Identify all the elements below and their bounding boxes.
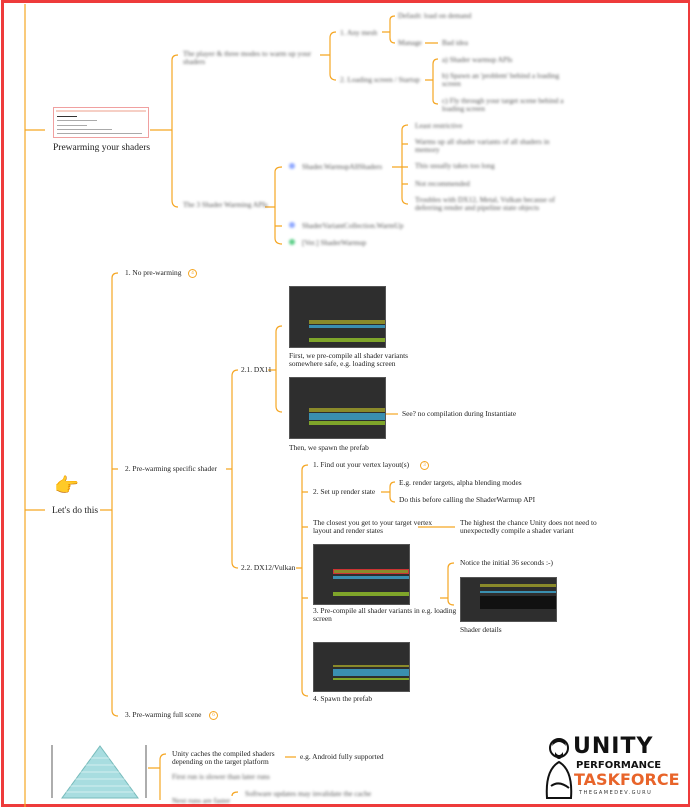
node-loading-screen[interactable]: 2. Loading screen / Startup (340, 75, 420, 84)
badge-count[interactable]: 6 (209, 711, 218, 720)
profiler-screenshot[interactable] (289, 286, 386, 348)
node-warms-all[interactable]: Warms up all shader variants of all shad… (415, 137, 550, 154)
node-spawn-problem[interactable]: b) Spawn an 'problem' behind a loading s… (442, 71, 560, 88)
node-highest-chance[interactable]: The highest the chance Unity does not ne… (460, 518, 597, 535)
profiler-screenshot[interactable] (289, 377, 386, 439)
node-notice-36s[interactable]: Notice the initial 36 seconds :-) (460, 558, 553, 567)
badge-count[interactable]: 4 (188, 269, 197, 278)
node-three-modes[interactable]: The player & three modes to warm up your… (183, 49, 312, 66)
shader-details-screenshot[interactable] (460, 577, 557, 622)
node-any-mesh[interactable]: 1. Any mesh (340, 28, 378, 37)
logo-taskforce: TASKFORCE (574, 770, 680, 789)
node-dx12-vulkan[interactable]: 2.2. DX12/Vulkan (241, 563, 296, 572)
caption-shader-details[interactable]: Shader details (460, 625, 502, 634)
logo-unity: UNITY (573, 734, 654, 759)
node-before-warmup[interactable]: Do this before calling the ShaderWarmup … (399, 495, 536, 504)
caption-spawn-prefab-vulkan[interactable]: 4. Spawn the prefab (313, 694, 373, 703)
node-variant-collection[interactable]: ShaderVariantCollection.WarmUp (302, 221, 404, 230)
node-too-long[interactable]: This usually takes too long (415, 161, 495, 170)
node-render-targets[interactable]: E.g. render targets, alpha blending mode… (399, 478, 522, 487)
node-three-apis[interactable]: The 3 Shader Warming APIs (183, 200, 268, 209)
caption-precompile[interactable]: First, we pre-compile all shader variant… (289, 351, 409, 368)
node-vertex-layout[interactable]: 1. Find out your vertex layout(s) (313, 460, 410, 469)
green-marker-icon (289, 239, 295, 245)
node-prewarming-full-scene[interactable]: 3. Pre-warming full scene (125, 710, 202, 719)
node-unity-caches[interactable]: Unity caches the compiled shaders depend… (172, 749, 275, 766)
node-no-prewarming[interactable]: 1. No pre-warming (125, 268, 182, 277)
root-lets-do-this[interactable]: Let's do this (52, 506, 99, 516)
document-thumbnail (53, 107, 149, 138)
node-manage[interactable]: Manage (398, 38, 422, 47)
badge-count[interactable]: 3 (420, 461, 429, 470)
node-least-restrictive[interactable]: Least restrictive (415, 121, 463, 130)
node-no-compilation[interactable]: See? no compilation during Instantiate (402, 409, 517, 418)
logo-url: THEGAMEDEV.GURU (579, 790, 653, 796)
node-closest[interactable]: The closest you get to your target verte… (313, 518, 433, 535)
node-prewarming-specific[interactable]: 2. Pre-warming specific shader (125, 464, 217, 473)
profiler-screenshot[interactable] (313, 642, 410, 692)
node-android-supported[interactable]: e.g. Android fully supported (300, 752, 384, 761)
profiler-screenshot[interactable] (313, 544, 410, 605)
node-fly-through[interactable]: c) Fly through your target scene behind … (442, 96, 564, 113)
unity-performance-taskforce-logo: UNITY PERFORMANCE TASKFORCE THEGAMEDEV.G… (543, 734, 680, 802)
caption-spawn-prefab[interactable]: Then, we spawn the prefab (289, 443, 369, 452)
memory-hierarchy-pyramid-icon (51, 745, 147, 799)
blue-marker-icon (289, 222, 295, 228)
node-warmup-all[interactable]: Shader.WarmupAllShaders (302, 162, 383, 171)
node-bad-idea[interactable]: Bad idea (442, 38, 469, 47)
root-prewarming[interactable]: Prewarming your shaders (53, 143, 151, 153)
node-next-runs[interactable]: Next runs are faster (172, 796, 231, 805)
node-warmup-apis[interactable]: a) Shader warmup APIs (442, 55, 513, 64)
logo-performance: PERFORMANCE (576, 760, 662, 771)
node-first-run[interactable]: First run is slower than later runs (172, 772, 270, 781)
blue-marker-icon (289, 163, 295, 169)
node-not-recommended[interactable]: Not recommended (415, 179, 470, 188)
guru-portrait-icon (545, 738, 573, 799)
node-shader-warmup[interactable]: [Ver.] ShaderWarmup (302, 238, 367, 247)
caption-precompile-loading[interactable]: 3. Pre-compile all shader variants in e.… (313, 606, 457, 623)
node-software-updates[interactable]: Software updates may invalidate the cach… (245, 789, 372, 798)
node-troubles[interactable]: Troubles with DX12, Metal, Vulkan becaus… (415, 195, 555, 212)
pointing-hand-icon: 👉 (54, 473, 79, 497)
node-default-load[interactable]: Default: load on demand (398, 11, 472, 20)
node-render-state[interactable]: 2. Set up render state (313, 487, 376, 496)
node-dx11[interactable]: 2.1. DX11 (241, 365, 272, 374)
